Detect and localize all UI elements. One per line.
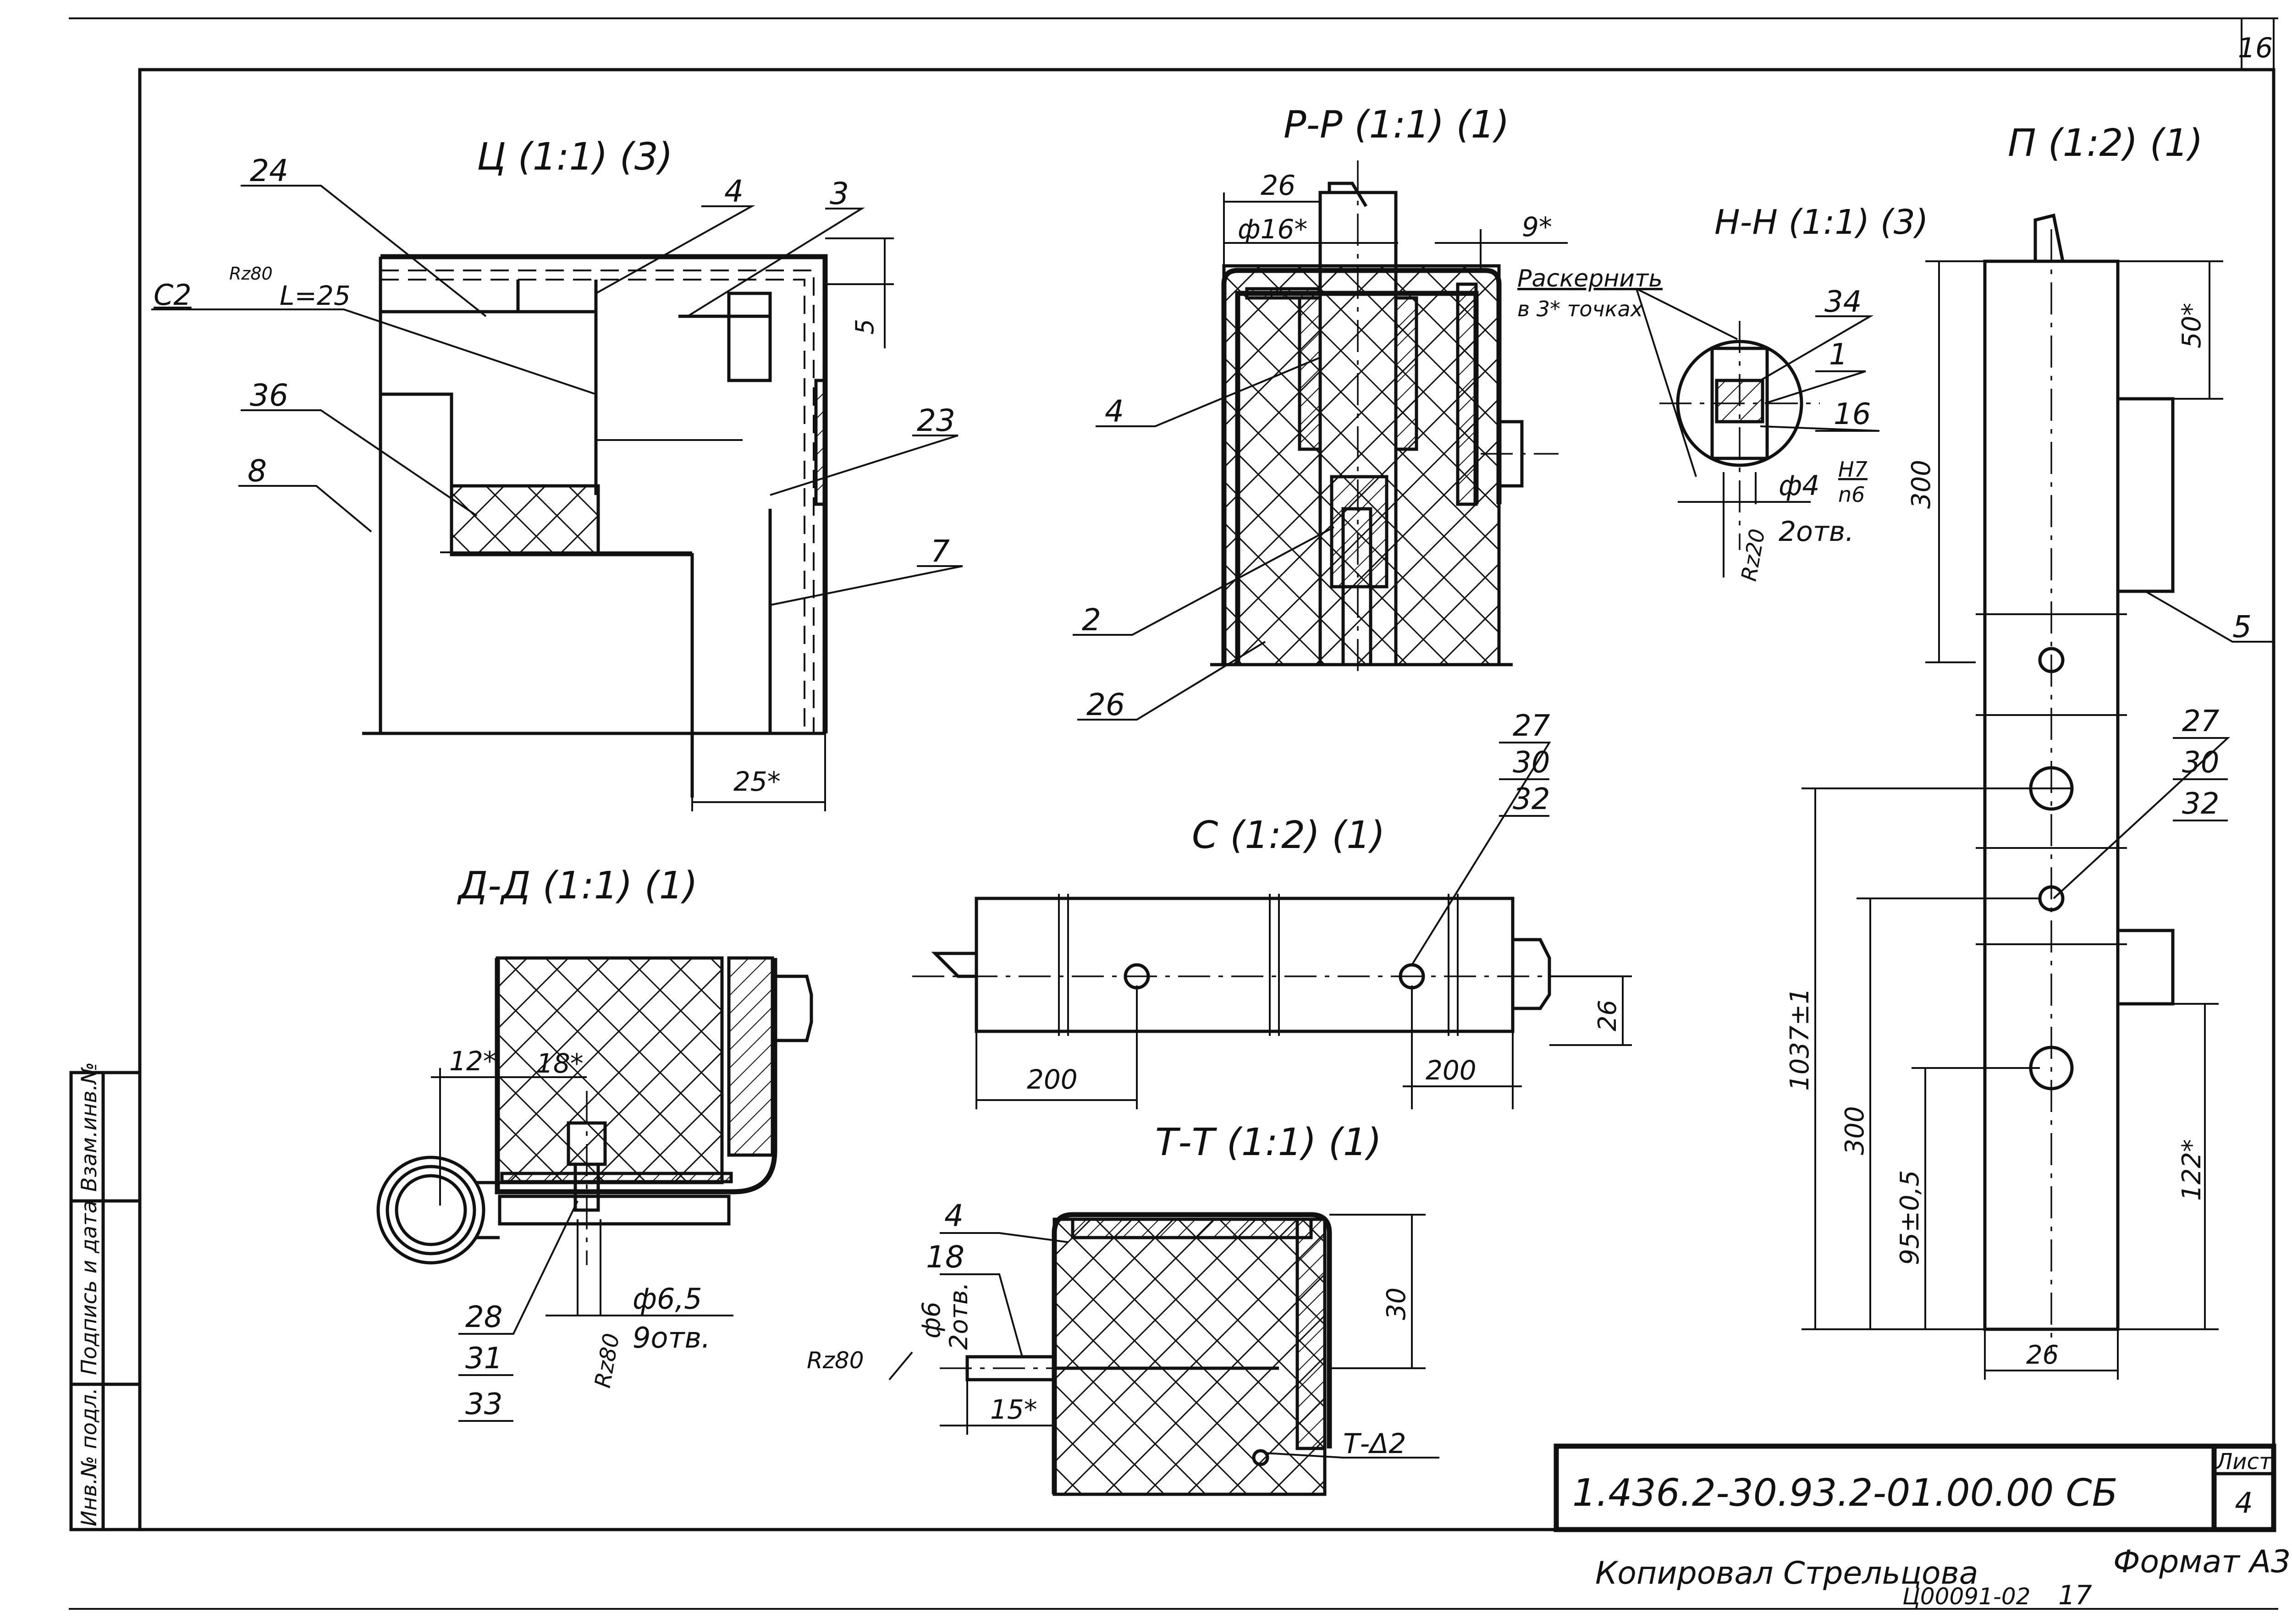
sheet-frame — [69, 17, 2278, 1610]
view-p-dim-122: 122* — [2177, 1139, 2207, 1201]
view-p: П (1:2) (1) 300 50* 5 27 30 32 1037±1 30… — [1785, 121, 2274, 1380]
section-tt-weld-mark: Т-Δ2 — [1343, 1428, 1406, 1460]
paper-format: Формат А3 — [2113, 1544, 2291, 1580]
view-c-dim-25: 25* — [733, 766, 781, 797]
callout-4: 4 — [724, 174, 744, 209]
section-tt-callout-18: 18 — [926, 1239, 964, 1275]
callout-7: 7 — [931, 534, 950, 569]
view-s-dim-200-right: 200 — [1426, 1055, 1477, 1086]
view-p-callout-27: 27 — [2182, 705, 2220, 738]
sheet-label: Лист — [2215, 1449, 2273, 1475]
section-pp-dim-d16: ф16* — [1238, 214, 1307, 245]
section-tt-hole-dia: ф6 — [917, 1301, 946, 1338]
section-dd-dim-12: 12* — [449, 1046, 496, 1077]
title-block — [1554, 1443, 2276, 1532]
section-pp-dim-9: 9* — [1522, 211, 1552, 242]
section-pp-title: Р-Р (1:1) (1) — [1284, 103, 1510, 147]
section-tt: Т-Т (1:1) (1) 4 18 ф6 2отв. Rz80 15* 30 … — [807, 1121, 1439, 1496]
view-s-dim-200-left: 200 — [1027, 1064, 1078, 1095]
section-nn-callout-34: 34 — [1824, 285, 1862, 319]
archive-code: Ц00091-02 — [1902, 1583, 2031, 1610]
page-number: 16 — [2238, 32, 2273, 64]
section-tt-holes: 2отв. — [944, 1282, 973, 1350]
section-pp-dim-26: 26 — [1261, 170, 1295, 202]
view-p-callout-5: 5 — [2232, 609, 2252, 644]
section-dd-callout-33: 33 — [465, 1387, 502, 1421]
section-tt-title: Т-Т (1:1) (1) — [1155, 1121, 1382, 1164]
view-p-callout-30: 30 — [2182, 746, 2219, 780]
view-p-dim-300-top: 300 — [1906, 460, 1936, 509]
view-p-dim-26: 26 — [2026, 1340, 2059, 1370]
section-nn-holes: 2отв. — [1779, 516, 1854, 548]
section-pp-note-1: Раскернить — [1517, 265, 1663, 292]
weld-roughness: Rz80 — [229, 264, 273, 284]
view-p-dim-95: 95±0,5 — [1895, 1170, 1925, 1265]
section-nn-callout-16: 16 — [1834, 397, 1871, 431]
weld-leg: L=25 — [280, 280, 351, 311]
section-dd-callout-28: 28 — [465, 1300, 502, 1334]
view-s-callout-27: 27 — [1513, 709, 1550, 743]
sheet-number: 4 — [2235, 1486, 2253, 1519]
view-p-dim-1037: 1037±1 — [1785, 988, 1815, 1091]
view-p-dim-300-bottom: 300 — [1840, 1106, 1870, 1155]
section-dd-roughness: Rz80 — [590, 1332, 625, 1390]
stamp-inv-no: Инв.№ подл. — [77, 1387, 101, 1526]
view-s-title: С (1:2) (1) — [1192, 814, 1385, 857]
view-s-dim-26: 26 — [1593, 1000, 1622, 1031]
callout-8: 8 — [248, 453, 267, 489]
section-pp: Р-Р (1:1) (1) 26 ф16* 9* Раскернить в 3*… — [1073, 103, 1738, 722]
section-dd-holes: 9отв. — [633, 1321, 711, 1354]
stamp-replaces-inv: Взам.инв.№ — [77, 1062, 101, 1192]
view-s-callout-32: 32 — [1513, 782, 1550, 816]
weld-symbol: С2 — [154, 278, 192, 312]
callout-24: 24 — [250, 153, 288, 188]
section-dd-title: Д-Д (1:1) (1) — [457, 864, 698, 908]
section-tt-callout-4: 4 — [944, 1198, 964, 1233]
section-tt-roughness: Rz80 — [807, 1347, 864, 1374]
section-nn-callout-1: 1 — [1829, 338, 1848, 372]
view-c-dim-5: 5 — [850, 319, 879, 335]
callout-3: 3 — [830, 176, 849, 211]
section-nn-fit-lower: n6 — [1838, 482, 1865, 507]
section-pp-callout-4: 4 — [1105, 394, 1124, 429]
section-nn-roughness: Rz20 — [1736, 527, 1770, 583]
section-dd-hole-dia: ф6,5 — [633, 1282, 702, 1316]
copied-by: Копировал Стрельцова — [1595, 1555, 1978, 1591]
section-tt-dim-30: 30 — [1382, 1288, 1411, 1320]
section-nn-hole-dia: ф4 — [1779, 470, 1819, 502]
view-s: С (1:2) (1) 27 30 32 200 200 26 — [912, 709, 1632, 1109]
section-tt-dim-15: 15* — [990, 1394, 1037, 1425]
drawing-designation: 1.436.2-30.93.2-01.00.00 СБ — [1572, 1471, 2118, 1515]
section-nn-title: Н-Н (1:1) (3) — [1714, 203, 1928, 242]
section-nn: Н-Н (1:1) (3) 34 1 16 ф4 H7 n6 2отв. Rz2… — [1659, 203, 1928, 583]
view-c-title: Ц (1:1) (3) — [477, 135, 673, 179]
view-c: Ц (1:1) (3) 5 25* С2 Rz80 L=25 — [151, 135, 963, 811]
stamp-sign-date: Подпись и дата — [77, 1200, 101, 1375]
section-dd: Д-Д (1:1) (1) 12* 18* ф6,5 9отв. Rz80 28… — [376, 864, 813, 1422]
view-p-callout-32: 32 — [2182, 787, 2219, 821]
callout-23: 23 — [917, 403, 955, 438]
section-pp-callout-2: 2 — [1082, 602, 1101, 638]
view-p-dim-50: 50* — [2177, 303, 2207, 348]
section-pp-callout-26: 26 — [1086, 687, 1125, 722]
side-stamp: Взам.инв.№ Подпись и дата Инв.№ подл. — [69, 1062, 142, 1531]
callout-36: 36 — [250, 378, 288, 413]
view-s-callout-30: 30 — [1513, 746, 1550, 780]
view-p-title: П (1:2) (1) — [2008, 121, 2203, 165]
section-pp-note-2: в 3* точках — [1517, 297, 1643, 321]
archive-number: 17 — [2058, 1580, 2092, 1611]
section-dd-callout-31: 31 — [465, 1342, 502, 1376]
section-nn-fit-upper: H7 — [1838, 457, 1868, 482]
section-dd-dim-18: 18* — [536, 1048, 584, 1079]
